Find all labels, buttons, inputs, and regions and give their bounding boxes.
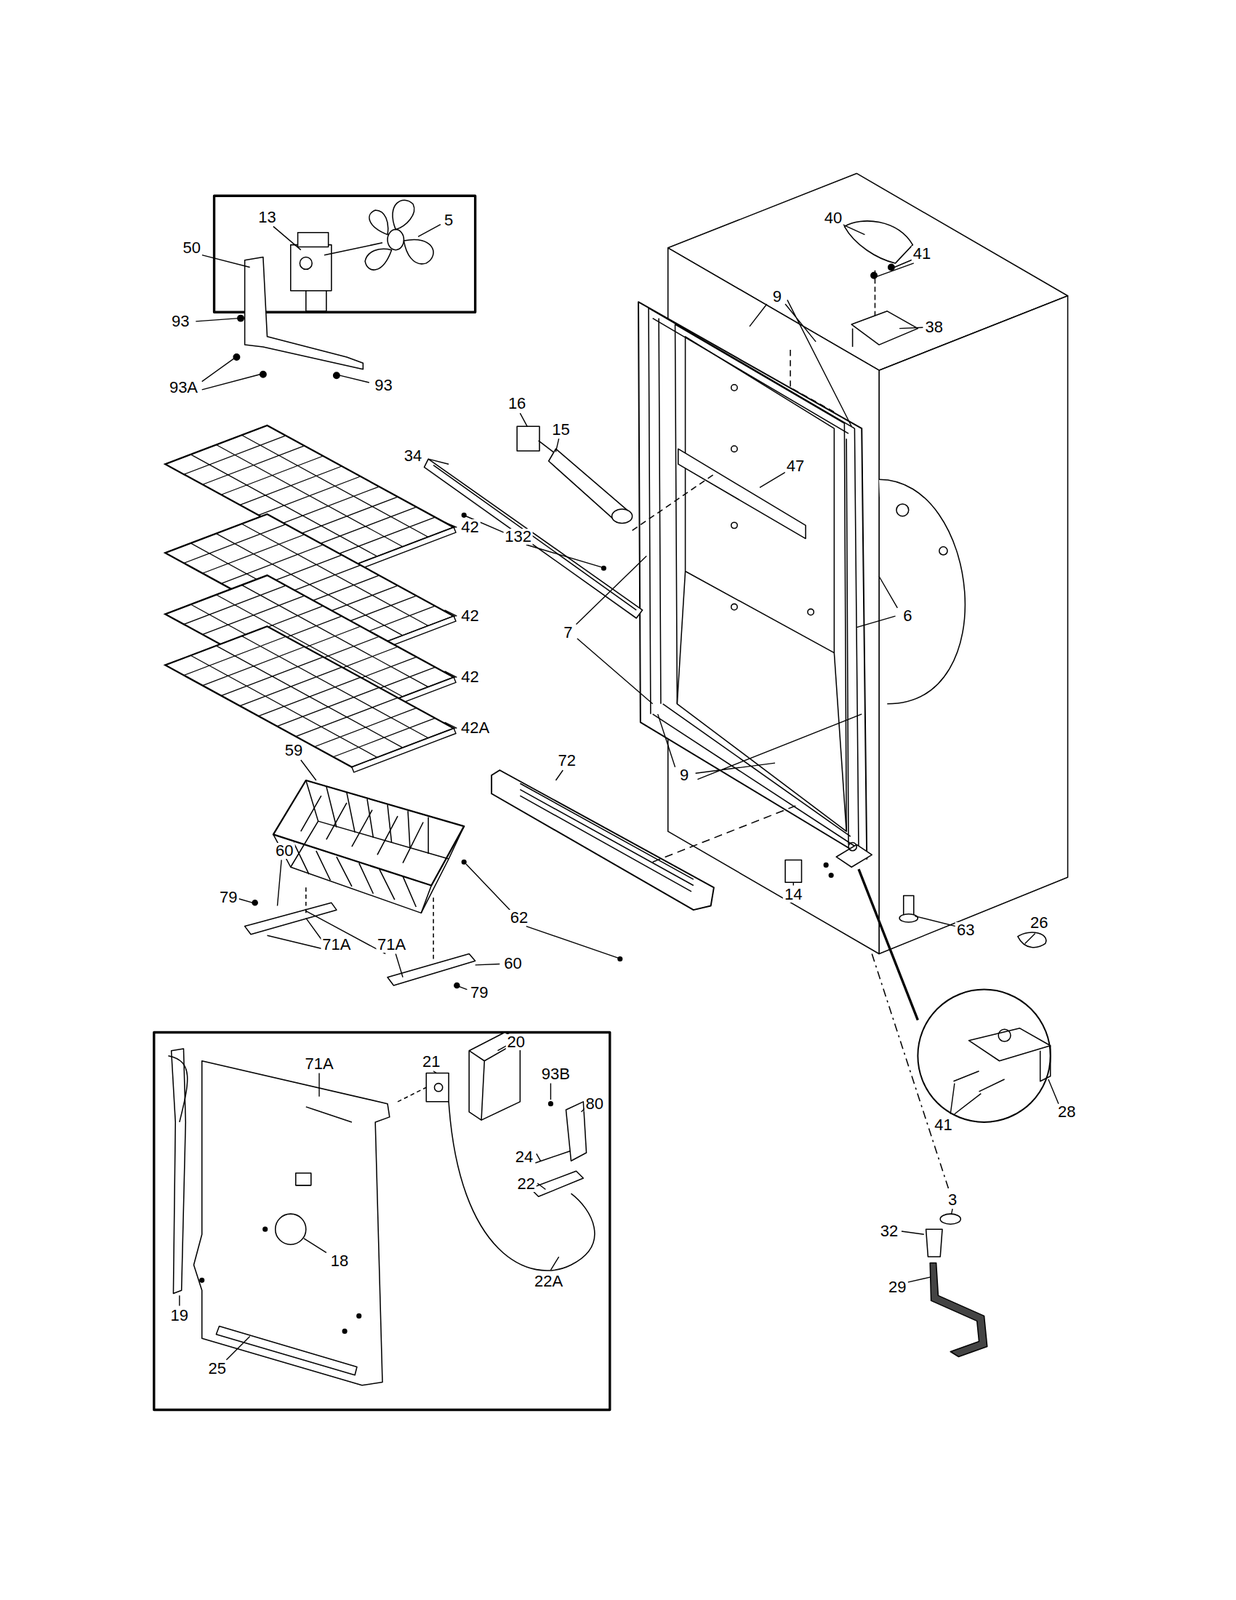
callout-number: 29 [887,1278,908,1295]
callout-number: 42 [459,607,480,624]
callout-number: 26 [1028,914,1050,931]
callout-number: 63 [955,921,976,938]
callout-number: 79 [468,984,490,1001]
callout-number: 18 [329,1252,350,1269]
callout-number: 38 [924,319,945,336]
callout-number: 42A [459,719,491,736]
callout-number: 93 [170,313,191,330]
callout-number: 60 [274,842,295,859]
callout-number: 93 [372,377,394,394]
callout-number: 3 [946,1191,959,1208]
callout-number: 93B [540,1065,572,1082]
callout-number: 42 [459,519,480,536]
callout-number: 5 [442,212,455,229]
callout-number: 47 [785,458,806,475]
callout-number: 7 [562,624,574,641]
callout-number: 62 [508,909,530,926]
callout-number: 25 [207,1360,228,1377]
callout-number: 60 [502,955,523,972]
callout-number: 71A [375,936,408,953]
callout-number: 9 [771,288,784,305]
callout-number: 41 [911,245,933,262]
callout-number: 14 [783,886,804,903]
callout-number: 19 [169,1307,190,1324]
callout-number: 42 [459,668,480,685]
callout-number: 16 [506,395,528,412]
callout-number: 80 [583,1095,605,1112]
callout-number: 15 [550,421,571,438]
callout-number: 50 [181,239,202,256]
callout-number: 6 [901,607,914,624]
callout-number: 40 [823,210,844,227]
callout-number: 41 [932,1116,954,1133]
callout-number: 20 [505,1033,526,1050]
callout-number: 132 [503,528,533,545]
callout-number: 32 [879,1222,900,1239]
callout-number: 22 [516,1175,537,1192]
callout-number: 72 [556,752,578,769]
callout-number: 79 [218,889,239,906]
callout-number: 28 [1056,1103,1077,1120]
callout-number: 22A [532,1273,565,1290]
callout-number: 21 [420,1053,442,1070]
callout-number: 24 [514,1148,535,1165]
callout-number: 34 [402,447,424,464]
callout-number: 93A [167,379,200,396]
callout-number: 9 [678,767,690,784]
callout-number: 59 [283,742,304,759]
callout-number: 71A [303,1055,335,1072]
callout-number: 13 [256,209,278,226]
callout-number: 71A [320,936,352,953]
